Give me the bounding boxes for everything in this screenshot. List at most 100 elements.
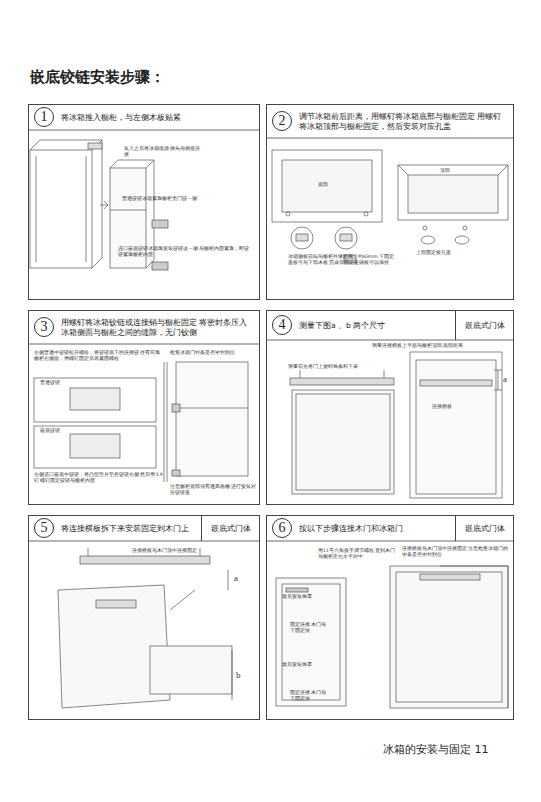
door-drawing [292, 390, 394, 494]
annotation: 最后安装饰罩 [282, 594, 332, 600]
cabinet-drawing [152, 220, 168, 228]
door-drawing [296, 394, 390, 490]
cabinet-drawing [152, 262, 168, 270]
page-title: 嵌底铰链安装步骤： [30, 68, 165, 87]
door-drawing [420, 380, 492, 386]
cabinet-drawing [146, 160, 154, 268]
step-text: 将连接横板拆下来安装固定到木门上 [61, 516, 197, 542]
hinge-drawing [34, 426, 156, 468]
door-drawing [290, 378, 394, 385]
hinge-drawing [34, 378, 156, 422]
step-panel: 测量下图a 、b 两个尺寸4嵌底式门体 [266, 310, 514, 505]
door-drawing [300, 370, 384, 378]
hinge-drawing [167, 362, 168, 482]
cabinet-drawing [92, 140, 102, 268]
hinge-drawing [34, 362, 248, 482]
annotation: 测量前先将门上塑料饰条料下来 [288, 364, 408, 370]
door-drawing [420, 574, 480, 580]
annotation: 进口嵌底铰链冰箱靠安装铰链这一侧 与橱柜内壁紧靠，即铰链紧靠橱柜内壁 [118, 246, 250, 258]
header-lines [266, 138, 514, 139]
annotation: 嵌底铰链 [40, 428, 80, 434]
annotation: 注意橱柜底部须有通风格栅 进行安装对应铰链盖 [170, 484, 258, 496]
header-lines [28, 541, 260, 542]
fixing-drawing [398, 165, 508, 220]
annotation: 右侧进口嵌底中铰链，将凸型垫片垫在铰链右侧 然后用3.9 钉 螺钉固定铰链与橱柜… [34, 472, 164, 484]
annotation: 连接横板与木门顶中连接固定 [132, 548, 242, 554]
cabinet-drawing [88, 143, 102, 149]
node-text: 6 [279, 520, 286, 536]
door-drawing [396, 572, 502, 702]
step-number: 1 [34, 107, 54, 127]
annotation: 测量连接横板上平面与橱柜顶部,底部距离 [372, 343, 512, 349]
fixing-drawing [463, 226, 467, 230]
step-panel: 调节冰箱前后距离，用螺钉将冰箱底部与橱柜固定 用螺钉将冰箱顶部与橱柜固定，然后安… [266, 104, 514, 300]
fixing-drawing [398, 165, 508, 175]
header-lines [28, 344, 260, 345]
node-text: 1 [41, 109, 48, 125]
step-panel: 按以下步骤连接木门和冰箱门6嵌底式门体 [266, 515, 514, 720]
step-panel: 将冰箱推入橱柜，与左侧木板贴紧1 [28, 104, 260, 300]
header-lines [266, 340, 514, 341]
annotation: 最后安装饰罩 [282, 662, 332, 668]
cabinet-drawing [100, 201, 108, 209]
cabinet-drawing [86, 156, 87, 262]
door-type-tab: 嵌底式门体 [455, 311, 513, 340]
door-drawing [410, 352, 502, 498]
door-drawing [494, 370, 502, 390]
fixing-drawing [455, 236, 469, 244]
fixing-drawing [421, 236, 435, 244]
hinge-drawing [176, 362, 248, 476]
cabinet-drawing [30, 150, 92, 268]
annotation: 固定连接 木门与下固定块 [290, 690, 330, 702]
header-lines [28, 130, 260, 131]
step-number: 5 [34, 518, 54, 538]
door-drawing [96, 600, 136, 608]
node-text: 4 [279, 317, 286, 333]
hinge-drawing [172, 404, 180, 412]
step-text: 按以下步骤连接木门和冰箱门 [299, 516, 451, 542]
annotation: 顶部 [440, 168, 470, 174]
step-number: 4 [272, 315, 292, 335]
fixing-drawing [408, 175, 498, 213]
fixing-drawing [296, 234, 308, 241]
annotation: 检查冰箱门封条是否密封到位 [170, 350, 258, 356]
fixing-drawing [291, 227, 313, 249]
door-type-tab: 嵌底式门体 [201, 516, 259, 541]
annotation: b [236, 670, 246, 682]
step-number: 6 [272, 518, 292, 538]
cabinet-drawing [30, 140, 102, 150]
fixing-drawing [282, 160, 372, 212]
fixing-drawing [272, 150, 382, 222]
annotation: 固定连接 木门与下固定块 [290, 622, 330, 634]
door-drawing [228, 570, 232, 700]
fixing-drawing [335, 227, 357, 249]
node-text: 2 [279, 113, 286, 129]
fixing-drawing [364, 212, 368, 216]
annotation: a [503, 374, 513, 386]
hinge-drawing [70, 388, 120, 410]
step-text: 用螺钉将冰箱铰链或连接销与橱柜固定 将密封条压入冰箱侧面与橱柜之间的缝隙，无门铰… [61, 311, 255, 345]
annotation: 底部 [318, 182, 348, 188]
annotation: 冰箱侧板前端与橱柜外缘距离，约43mm 下固定盖板可与下部木板 完成后固定盖钢板… [288, 254, 398, 266]
hinge-drawing [164, 362, 165, 482]
hinge-drawing [70, 434, 120, 458]
step-text: 调节冰箱前后距离，用螺钉将冰箱底部与橱柜固定 用螺钉将冰箱顶部与橱柜固定，然后安… [299, 105, 509, 139]
door-drawing [170, 590, 195, 610]
cabinet-drawing [110, 210, 146, 211]
annotation: 上部固定板孔盖 [416, 250, 476, 256]
door-drawing [390, 566, 508, 708]
header-lines [266, 541, 514, 542]
door-drawing [80, 556, 210, 564]
door-drawing [440, 566, 508, 708]
hinge-drawing [172, 470, 180, 476]
annotation: 用11号六角扳手调节螺栓 直到木门与橱柜左右水平对中 [318, 548, 398, 560]
annotation: 装入之后将冰箱电源 插头与插座连接 [124, 146, 204, 158]
door-drawing [416, 360, 496, 494]
annotation: a [234, 573, 244, 585]
node-text: 5 [41, 520, 48, 536]
door-drawing [282, 584, 340, 700]
step-panel: 将连接横板拆下来安装固定到木门上 5 嵌底式门体 [28, 515, 260, 720]
node-text: 嵌底式门体 [465, 320, 505, 331]
annotation: 普通铰链冰箱紧靠橱柜无门铰一侧 [122, 196, 242, 202]
fixing-drawing [286, 212, 290, 216]
